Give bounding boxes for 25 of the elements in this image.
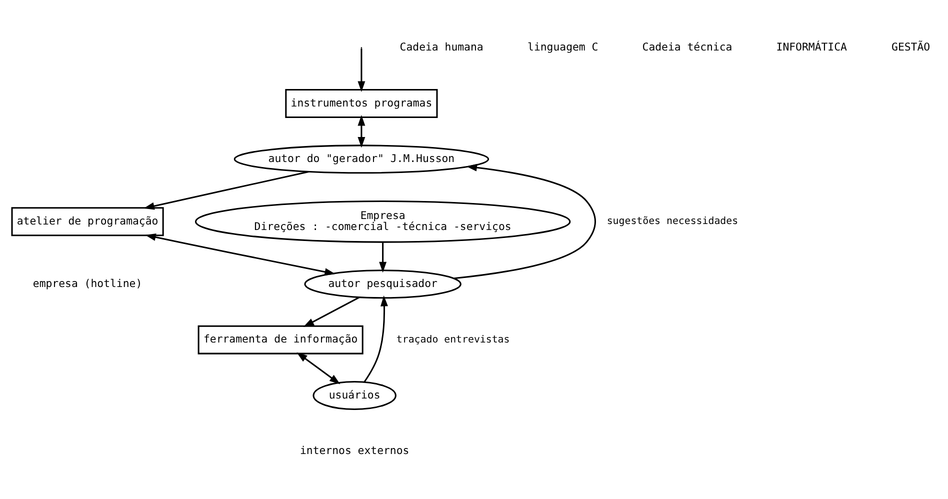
node-ellipse: autor do "gerador" J.M.Husson <box>234 144 490 174</box>
label: linguagem C <box>528 40 598 54</box>
edge-label: traçado entrevistas <box>396 334 510 346</box>
label: GESTÃO <box>892 40 930 54</box>
label: Cadeia técnica <box>642 40 732 54</box>
arrow <box>358 48 366 92</box>
node-ellipse: autor pesquisador <box>304 270 462 299</box>
node-box: ferramenta de informação <box>198 325 364 354</box>
arrow <box>379 242 387 273</box>
arrow <box>364 296 388 383</box>
node-label: empresa (hotline) <box>32 276 142 290</box>
arrow <box>296 352 340 384</box>
node-box: instrumentos programas <box>285 88 438 118</box>
label: INFORMÁTICA <box>776 40 847 54</box>
node-ellipse: usuários <box>312 381 396 410</box>
label: Cadeia humana <box>400 40 484 54</box>
arrow <box>358 115 366 148</box>
arrow <box>145 234 336 276</box>
arrow <box>454 164 596 280</box>
node-box: atelier de programação <box>11 207 164 236</box>
node-label: internos externos <box>300 444 410 458</box>
arrow <box>144 170 309 210</box>
node-ellipse: Empresa Direções : -comercial -técnica -serviços <box>194 200 571 243</box>
edge-label: sugestões necessidades <box>606 216 738 228</box>
arrow <box>303 296 360 328</box>
